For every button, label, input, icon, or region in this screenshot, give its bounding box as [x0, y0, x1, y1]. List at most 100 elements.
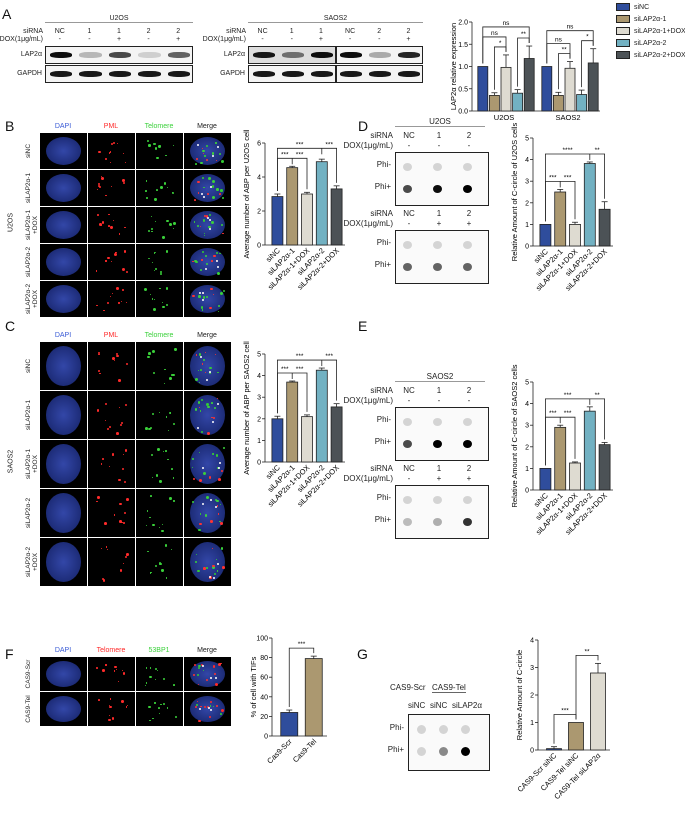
band [138, 52, 161, 58]
focus [201, 431, 203, 434]
bar [554, 426, 567, 491]
focus [102, 579, 106, 582]
micrograph-merge [184, 657, 231, 691]
legend-label: siLAP2α-2 [634, 39, 667, 47]
sirna-label: siRNA [370, 386, 393, 395]
sirna-label: siRNA [226, 28, 246, 35]
y-tick-label: 4 [530, 638, 534, 645]
focus [126, 552, 129, 556]
y-tick-label: 1.0 [458, 64, 468, 71]
sirna-value: NC [345, 28, 356, 35]
significance-label: *** [281, 366, 289, 373]
nucleus [46, 248, 81, 276]
focus [203, 293, 205, 295]
focus [105, 402, 108, 405]
focus [217, 310, 220, 313]
focus [172, 477, 174, 479]
y-tick-label: 0 [264, 734, 268, 741]
arrowhead-icon [199, 355, 202, 358]
arrowhead-icon [203, 196, 206, 199]
dox-value: + [116, 36, 122, 43]
bar [500, 66, 512, 112]
dox-value: - [147, 36, 150, 43]
focus [152, 371, 156, 375]
focus [201, 250, 205, 254]
row-label: LAP2α [223, 51, 245, 58]
focus [195, 553, 198, 556]
significance-label: *** [296, 141, 304, 148]
dot-signal [417, 725, 426, 734]
y-axis-label: Relative Amount of C-circle [515, 650, 524, 740]
legend-label: siLAP2α-1+DOX [634, 27, 685, 35]
focus [199, 410, 202, 412]
arrowhead-icon [197, 427, 200, 430]
focus [124, 480, 127, 483]
significance-bracket [545, 398, 605, 466]
focus [174, 348, 177, 351]
focus [214, 572, 217, 575]
row-label: Phi- [389, 723, 404, 732]
y-axis-label: Relative Amount of C-circle of SAOS2 cel… [510, 364, 519, 507]
dot-signal [403, 263, 412, 271]
significance-bracket [288, 647, 315, 708]
focus [202, 669, 205, 672]
focus [165, 303, 168, 306]
focus [111, 261, 113, 262]
focus [101, 176, 103, 178]
bar [541, 66, 553, 112]
sirna-value: 1 [436, 131, 442, 140]
focus [164, 368, 167, 371]
focus [197, 401, 201, 405]
focus [123, 454, 125, 456]
arrowhead-icon [217, 563, 220, 566]
column-label: DAPI [54, 332, 72, 339]
focus [197, 666, 201, 670]
focus [100, 548, 103, 550]
sirna-value: NC [257, 28, 268, 35]
focus [205, 215, 209, 218]
y-tick-label: 4 [525, 401, 529, 408]
arrowhead-icon [198, 707, 201, 710]
focus [114, 359, 116, 361]
dot-signal [433, 418, 442, 426]
y-tick-label: 5 [257, 352, 261, 359]
focus [148, 257, 150, 260]
row-label: Phi+ [374, 515, 391, 524]
focus [146, 180, 148, 182]
y-axis-label: LAP2α relative expression [449, 23, 458, 110]
focus [194, 408, 198, 411]
focus [208, 214, 211, 217]
focus [146, 197, 149, 199]
focus [126, 705, 128, 707]
nucleus [46, 174, 81, 202]
focus [199, 225, 202, 228]
dox-value: - [378, 36, 381, 43]
dox-value: - [407, 474, 411, 483]
focus [96, 409, 100, 412]
dot-signal [463, 185, 472, 193]
focus [118, 379, 121, 382]
focus [163, 383, 165, 385]
bar [539, 223, 552, 247]
y-tick-label: 3 [525, 423, 529, 430]
focus [121, 669, 123, 671]
focus [115, 251, 117, 254]
focus [159, 480, 162, 483]
significance-label: * [499, 40, 502, 47]
focus [205, 403, 209, 407]
dot-signal [403, 241, 412, 249]
focus [154, 299, 156, 301]
significance-label: ** [584, 648, 590, 655]
focus [100, 463, 103, 465]
micrograph-telomere [88, 692, 135, 726]
focus [215, 558, 217, 560]
y-tick-label: 60 [260, 675, 268, 682]
focus [159, 287, 161, 289]
focus [172, 373, 175, 377]
significance-label: *** [325, 353, 333, 360]
y-tick-label: 0.5 [458, 86, 468, 93]
y-tick-label: 3 [257, 395, 261, 402]
significance-label: ** [521, 31, 527, 38]
band [398, 71, 421, 77]
focus [123, 511, 126, 514]
